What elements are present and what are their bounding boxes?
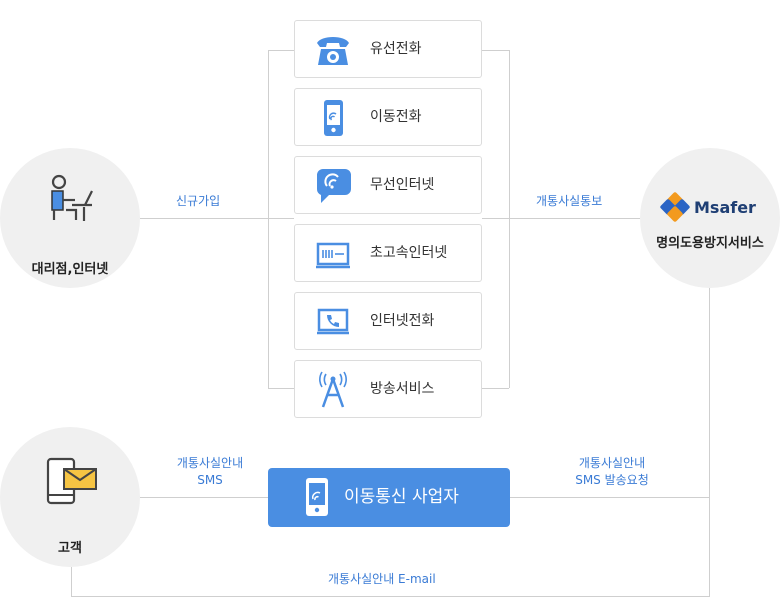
broadcast-tower-icon — [319, 371, 347, 408]
tablet-mail-icon — [46, 457, 97, 505]
carrier-box: 이동통신 사업자 — [268, 468, 510, 527]
msafer-label: 명의도용방지서비스 — [656, 236, 764, 251]
service-item: 유선전화 — [294, 20, 482, 78]
service-item: 무선인터넷 — [294, 156, 482, 214]
carrier-label: 이동통신 사업자 — [344, 487, 459, 507]
msafer-logo-icon — [660, 192, 690, 222]
sms-right-label: 개통사실안내 SMS 발송요청 — [556, 455, 668, 489]
connector-line — [509, 50, 510, 388]
service-item: 인터넷전화 — [294, 292, 482, 350]
service-label: 초고속인터넷 — [370, 245, 448, 261]
service-label: 인터넷전화 — [370, 313, 435, 329]
rotary-phone-icon — [317, 37, 349, 65]
broadband-icon — [316, 242, 350, 269]
notify-label: 개통사실통보 — [532, 193, 607, 210]
service-label: 유선전화 — [370, 41, 422, 57]
customer-node: 고객 — [0, 427, 140, 567]
msafer-node: Msafer 명의도용방지서비스 — [640, 148, 780, 288]
msafer-logo-text: Msafer — [694, 198, 756, 217]
agency-node: 대리점,인터넷 — [0, 148, 140, 288]
service-label: 방송서비스 — [370, 381, 435, 397]
sms-right-line2: SMS 발송요청 — [575, 473, 649, 487]
customer-label: 고객 — [58, 541, 82, 556]
connector-line — [140, 497, 268, 498]
signup-label: 신규가입 — [172, 193, 225, 210]
connector-line — [71, 567, 72, 597]
connector-line — [482, 388, 509, 389]
mobile-phone-icon — [306, 478, 328, 516]
connector-line — [510, 497, 709, 498]
connector-line — [268, 388, 294, 389]
sms-right-line1: 개통사실안내 — [578, 456, 646, 470]
connector-line — [709, 288, 710, 597]
connector-line — [140, 218, 294, 219]
connector-line — [268, 50, 269, 388]
service-item: 방송서비스 — [294, 360, 482, 418]
connector-line — [482, 50, 509, 51]
connector-line — [71, 596, 710, 597]
service-item: 초고속인터넷 — [294, 224, 482, 282]
email-label: 개통사실안내 E-mail — [324, 571, 440, 588]
sms-left-line2: SMS — [197, 473, 223, 487]
internet-phone-icon — [317, 308, 349, 335]
connector-line — [268, 50, 294, 51]
connector-line — [482, 218, 640, 219]
mobile-phone-icon — [324, 100, 343, 136]
person-at-laptop-icon — [51, 174, 93, 221]
service-label: 무선인터넷 — [370, 177, 435, 193]
wifi-bubble-icon — [316, 169, 351, 203]
sms-left-label: 개통사실안내 SMS — [160, 455, 260, 489]
service-item: 이동전화 — [294, 88, 482, 146]
sms-left-line1: 개통사실안내 — [176, 456, 244, 470]
service-label: 이동전화 — [370, 109, 422, 125]
agency-label: 대리점,인터넷 — [31, 262, 109, 277]
